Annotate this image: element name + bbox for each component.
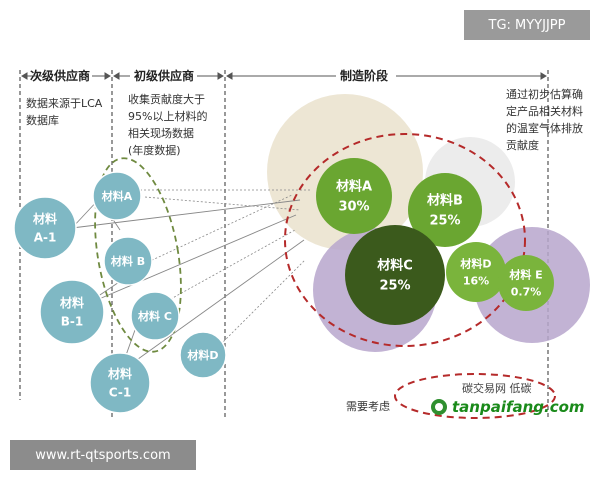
- watermark-logo-text: tanpaifang.com: [452, 398, 585, 416]
- consider-ellipse: [394, 373, 556, 419]
- material-5: 材料 E 0.7%: [498, 255, 554, 311]
- header-secondary-supplier: 次级供应商: [30, 69, 91, 83]
- material-4-text: 材料D: [460, 256, 491, 270]
- secondary-node-2: 材料 B-1: [39, 279, 105, 345]
- secondary-node-1-text: 材料: [32, 211, 57, 226]
- url-badge: www.rt-qtsports.com: [10, 440, 196, 470]
- secondary-node-3-text: 材料: [107, 366, 132, 381]
- material-2: 材料B 25%: [408, 173, 482, 247]
- material-1: 材料A 30%: [316, 158, 392, 234]
- material-3-text: 材料C: [377, 257, 413, 273]
- material-4: 材料D 16%: [446, 242, 506, 302]
- note-secondary: 数据来源于LCA 数据库: [26, 97, 103, 127]
- manufacturing-ellipse: [284, 133, 526, 347]
- secondary-node-1-text: A-1: [34, 231, 57, 245]
- node-layer: 材料 A-1 材料 B-1 材料 C-1 材料A 材料 B 材料 C 材料D 材料A 30% 材料B 25…: [13, 158, 554, 415]
- secondary-node-2-text: 材料: [59, 295, 84, 310]
- tg-badge: TG: MYYJJPP: [464, 10, 590, 40]
- primary-selection-ellipse: [94, 157, 182, 353]
- secondary-node-2-text: B-1: [61, 315, 83, 329]
- header-manufacturing: 制造阶段: [340, 69, 389, 83]
- primary-node-3: 材料 C: [130, 291, 180, 341]
- material-2-text: 25%: [429, 214, 460, 229]
- primary-node-1-text: 材料A: [102, 189, 133, 203]
- header-primary-supplier: 初级供应商: [134, 69, 195, 83]
- primary-node-2-text: 材料 B: [111, 254, 145, 268]
- primary-node-4: 材料D: [179, 331, 227, 379]
- secondary-node-1: 材料 A-1: [13, 196, 77, 260]
- material-1-text: 30%: [338, 200, 369, 215]
- watermark-logo-icon: [431, 399, 447, 415]
- note-primary: 收集贡献度大于 95%以上材料的 相关现场数据 (年度数据): [128, 93, 208, 157]
- material-3: 材料C 25%: [345, 225, 445, 325]
- material-5-text: 材料 E: [509, 267, 542, 281]
- watermark-sub: 碳交易网 低碳: [462, 382, 532, 395]
- note-manufacturing: 通过初步估算确 定产品相关材料 的温室气体排放 贡献度: [506, 88, 583, 152]
- header-arrows: [21, 72, 547, 80]
- primary-node-2: 材料 B: [103, 236, 153, 286]
- secondary-node-3-text: C-1: [109, 386, 131, 400]
- material-4-text: 16%: [463, 274, 489, 287]
- material-1-text: 材料A: [336, 178, 372, 194]
- primary-node-4-text: 材料D: [187, 348, 218, 362]
- material-5-text: 0.7%: [511, 285, 542, 298]
- connectors: [140, 189, 310, 351]
- secondary-node-3: 材料 C-1: [89, 352, 151, 414]
- material-2-text: 材料B: [427, 192, 463, 208]
- material-3-text: 25%: [379, 279, 410, 294]
- primary-node-1: 材料A: [92, 171, 142, 221]
- primary-node-3-text: 材料 C: [138, 309, 172, 323]
- note-bottom: 需要考虑: [346, 400, 390, 413]
